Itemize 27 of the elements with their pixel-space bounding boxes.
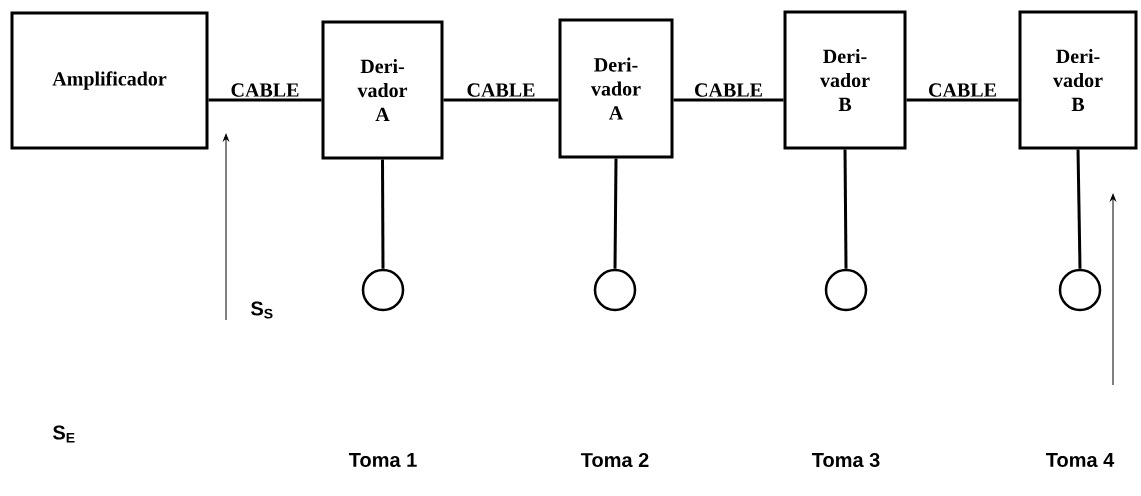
outlet-label: Toma 4 xyxy=(1045,453,1115,467)
outlet-circle xyxy=(824,268,868,312)
connector-line xyxy=(381,159,385,269)
outlet-label: Toma 3 xyxy=(811,452,880,468)
edge-label: CABLE xyxy=(929,83,996,97)
cable-line xyxy=(906,98,1019,102)
cable-line xyxy=(443,98,559,102)
splitter-box: Deri- vador B xyxy=(783,10,907,150)
outlet-circle xyxy=(593,268,637,312)
cable-line xyxy=(673,98,784,102)
outlet-label: Toma 2 xyxy=(580,452,649,468)
connector-line xyxy=(843,149,848,269)
outlet-circle xyxy=(1058,268,1102,312)
splitter-box: Deri- vador B xyxy=(1018,10,1138,150)
edge-label: CABLE xyxy=(467,83,535,97)
signal-label: S$_{E}$ xyxy=(53,425,75,443)
edge-label: CABLE xyxy=(695,83,762,97)
outlet-circle xyxy=(361,268,405,312)
splitter-box: Deri- vador A xyxy=(558,18,674,159)
connector-line xyxy=(1076,149,1082,269)
splitter-box: Deri- vador A xyxy=(321,20,444,160)
connector-line xyxy=(613,158,618,269)
signal-label: S$_{S}$ xyxy=(251,301,273,319)
amplifier-box: Amplificador xyxy=(10,11,209,150)
cable-line xyxy=(208,98,322,102)
edge-label: CABLE xyxy=(231,83,299,97)
outlet-label: Toma 1 xyxy=(348,453,417,467)
